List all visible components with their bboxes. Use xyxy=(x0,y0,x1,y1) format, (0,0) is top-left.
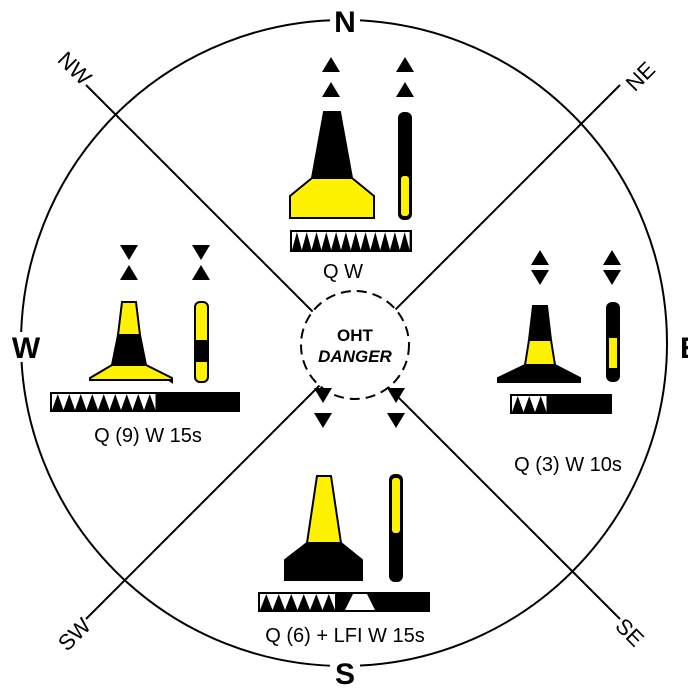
danger-circle xyxy=(300,290,410,400)
south-flash xyxy=(260,594,273,610)
west-light-character: Q (9) W 15s xyxy=(94,425,202,447)
north-flash xyxy=(390,232,400,250)
west-cardinal-mark: Q (9) W 15s xyxy=(50,245,240,447)
west-spar-black-band xyxy=(196,340,207,362)
north-flash xyxy=(292,232,302,250)
south-label: S xyxy=(335,658,355,691)
east-light-bar xyxy=(510,394,612,414)
west-buoy-yellow-top xyxy=(116,301,142,336)
north-buoy-black-top xyxy=(310,111,354,179)
west-label: W xyxy=(12,332,41,365)
west-flash xyxy=(75,394,87,410)
east-buoy-black-base xyxy=(497,364,581,383)
danger-label-danger: DANGER xyxy=(318,347,392,366)
south-topmark-cone-upper xyxy=(314,388,332,403)
south-spar-topmark-cone-lower xyxy=(387,413,405,428)
north-buoy-yellow-base xyxy=(289,177,375,219)
west-topmark-cone-upper xyxy=(120,245,138,260)
west-buoy-black-band xyxy=(110,334,148,366)
west-flash xyxy=(98,394,110,410)
west-flash xyxy=(144,394,156,410)
east-buoy-yellow-band xyxy=(523,339,557,366)
north-spar-topmark-cone-upper xyxy=(396,57,414,72)
north-spar-topmark-cone-lower xyxy=(396,82,414,97)
south-flash xyxy=(297,594,310,610)
west-spar-topmark-cone-upper xyxy=(192,245,210,260)
west-flash xyxy=(121,394,133,410)
se-label: SE xyxy=(610,613,648,651)
west-flash xyxy=(63,394,75,410)
east-spar-topmark-cone-lower xyxy=(603,270,621,285)
east-spar-yellow xyxy=(609,338,617,368)
north-flash xyxy=(350,232,361,250)
south-buoy-black-base xyxy=(284,542,363,581)
north-light-bar xyxy=(290,230,412,252)
south-topmark-cone-lower xyxy=(314,413,332,428)
south-light-character: Q (6) + LFI W 15s xyxy=(265,625,424,647)
north-light-character: Q W xyxy=(323,261,363,283)
east-cardinal-mark: Q (3) W 10s xyxy=(497,250,622,476)
south-flash xyxy=(272,594,285,610)
north-flash xyxy=(399,232,410,250)
north-flash xyxy=(311,232,322,250)
south-flash xyxy=(310,594,323,610)
south-flash xyxy=(285,594,298,610)
north-topmark-cone-upper xyxy=(322,57,340,72)
south-buoy-yellow-top xyxy=(305,475,343,544)
east-buoy-black-top xyxy=(527,305,553,341)
north-topmark-cone-lower xyxy=(322,82,340,97)
east-flash xyxy=(535,396,547,412)
north-flash xyxy=(331,232,341,250)
north-flash xyxy=(301,232,312,250)
west-topmark-cone-lower xyxy=(120,265,138,280)
south-long-flash xyxy=(345,594,375,610)
north-spar-yellow xyxy=(401,176,409,216)
south-flash xyxy=(322,594,335,610)
south-spar-topmark-cone-upper xyxy=(387,388,405,403)
south-cardinal-mark: Q (6) + LFI W 15s xyxy=(258,388,430,647)
north-cardinal-mark: Q W xyxy=(289,57,414,283)
west-flash xyxy=(86,394,98,410)
east-light-character: Q (3) W 10s xyxy=(514,454,622,476)
north-flash xyxy=(341,232,351,250)
west-buoy-base xyxy=(89,364,173,381)
east-flash xyxy=(523,396,535,412)
nw-label: NW xyxy=(53,47,97,91)
south-light-bar xyxy=(258,592,430,612)
west-flash xyxy=(52,394,64,410)
danger-label-oht: OHT xyxy=(337,326,374,345)
sw-label: SW xyxy=(53,613,96,656)
north-flash xyxy=(360,232,371,250)
west-spar-topmark-cone-lower xyxy=(192,265,210,280)
north-label: N xyxy=(334,6,356,39)
north-flash xyxy=(370,232,381,250)
ne-label: NE xyxy=(621,57,660,96)
north-flash xyxy=(321,232,332,250)
west-flash xyxy=(109,394,121,410)
south-spar-yellow xyxy=(392,478,400,533)
east-spar-topmark-cone-upper xyxy=(603,250,621,265)
east-topmark-cone-lower xyxy=(531,270,549,285)
north-flash-area xyxy=(292,232,410,250)
north-flash xyxy=(380,232,390,250)
east-label: E xyxy=(680,332,688,365)
west-light-bar xyxy=(50,392,240,412)
west-flash xyxy=(132,394,144,410)
east-topmark-cone-upper xyxy=(531,250,549,265)
east-flash xyxy=(512,396,524,412)
